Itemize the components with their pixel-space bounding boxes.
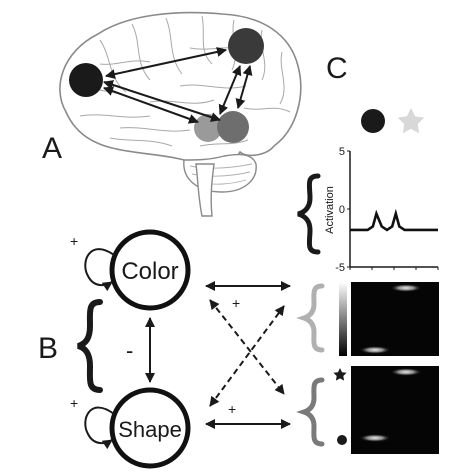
color-self-sign: + — [70, 233, 78, 249]
y-axis-label: Activation — [324, 186, 336, 234]
circle-marker-icon — [337, 435, 347, 445]
brain-illustration — [59, 11, 302, 217]
shape-self-excitation — [84, 406, 115, 450]
cross-sign-top: + — [232, 295, 240, 311]
shape-field-peak-top — [390, 368, 422, 376]
panel-label-a: A — [42, 132, 62, 165]
shape-field-peak-bottom — [359, 434, 391, 442]
region-frontal — [69, 63, 103, 97]
activation-chart: 5 0 -5 Activation — [324, 146, 439, 274]
connectivity-arrows — [103, 47, 253, 124]
circle-stimulus-icon — [361, 109, 385, 133]
field-couplings — [205, 281, 291, 429]
panel-label-c: C — [326, 52, 348, 85]
inhibition-sign: - — [126, 338, 133, 363]
color-field-colorbar — [339, 282, 347, 356]
color-field-peak-bottom — [359, 346, 391, 354]
brace-color-field — [296, 283, 325, 353]
star-stimulus-icon — [397, 108, 425, 134]
cross-sign-bottom: + — [228, 401, 236, 417]
brace-shape-field — [296, 377, 325, 447]
color-field-heatmap — [339, 282, 439, 356]
brace-b — [77, 299, 103, 393]
y-tick-label: -5 — [335, 262, 345, 274]
color-node-label: Color — [121, 258, 178, 285]
color-self-excitation — [84, 248, 115, 292]
color-field-peak-top — [390, 284, 422, 292]
region-temporal-dark — [217, 111, 249, 143]
shape-node-label: Shape — [118, 417, 182, 442]
star-marker-icon — [333, 368, 347, 381]
activation-series-line — [350, 208, 438, 232]
panel-label-b: B — [38, 332, 58, 365]
y-tick-label: 0 — [339, 204, 345, 216]
color-field-map — [351, 282, 439, 356]
y-tick-label: 5 — [339, 146, 345, 158]
shape-self-sign: + — [70, 395, 78, 411]
color-node — [109, 229, 191, 311]
region-parietal — [228, 28, 264, 64]
shape-node — [109, 387, 191, 469]
shape-field-heatmap — [351, 366, 439, 454]
brace-activation — [297, 173, 321, 255]
